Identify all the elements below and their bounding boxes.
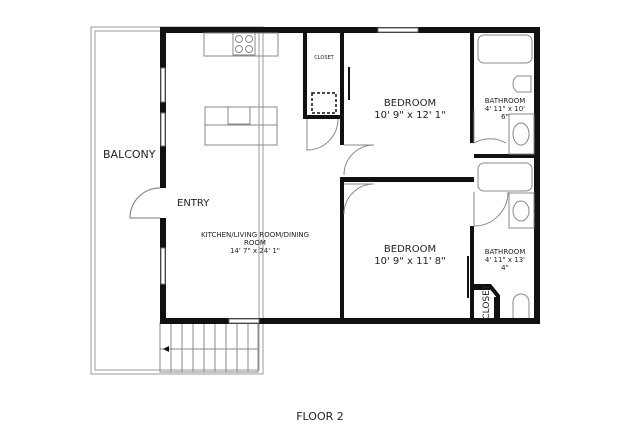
room-label-bathroom-1: BATHROOM 4' 11" x 10' 6" bbox=[474, 97, 536, 121]
bedroom-1-name: BEDROOM bbox=[383, 98, 437, 109]
room-label-bedroom-1: BEDROOM 10' 9" x 12' 1" bbox=[360, 98, 460, 121]
stairs bbox=[159, 322, 259, 373]
room-label-balcony: BALCONY bbox=[103, 148, 156, 161]
bathroom-1-name: BATHROOM bbox=[484, 97, 526, 105]
bathroom-2-dims-line1: 4' 11" x 13' bbox=[484, 256, 526, 265]
kitchen-name-line1: KITCHEN/LIVING ROOM/DINING bbox=[200, 231, 310, 239]
bedroom-1-dims: 10' 9" x 12' 1" bbox=[374, 109, 446, 121]
bedroom-2-dims: 10' 9" x 11' 8" bbox=[374, 255, 446, 267]
room-label-bedroom-2: BEDROOM 10' 9" x 11' 8" bbox=[360, 244, 460, 267]
walls bbox=[160, 27, 540, 324]
bathroom-1-dims-line1: 4' 11" x 10' bbox=[484, 105, 526, 114]
room-label-kitchen: KITCHEN/LIVING ROOM/DINING ROOM 14' 7" x… bbox=[180, 231, 330, 255]
room-label-closet-bottom: CLOSET bbox=[481, 284, 492, 320]
room-label-bathroom-2: BATHROOM 4' 11" x 13' 4" bbox=[474, 248, 536, 272]
stairs-arrow-icon bbox=[163, 346, 169, 352]
bedroom-2-name: BEDROOM bbox=[383, 244, 437, 255]
bathroom-2-dims-line2: 4" bbox=[501, 264, 509, 273]
kitchen-dims: 14' 7" x 24' 1" bbox=[229, 247, 281, 256]
bathroom-2-name: BATHROOM bbox=[484, 248, 526, 256]
bathroom-1-dims-line2: 6" bbox=[501, 113, 509, 122]
kitchen-name-line2: ROOM bbox=[244, 239, 266, 248]
room-label-entry: ENTRY bbox=[177, 198, 210, 209]
floor-label: FLOOR 2 bbox=[296, 410, 344, 423]
room-label-closet-top: CLOSET bbox=[314, 55, 334, 61]
